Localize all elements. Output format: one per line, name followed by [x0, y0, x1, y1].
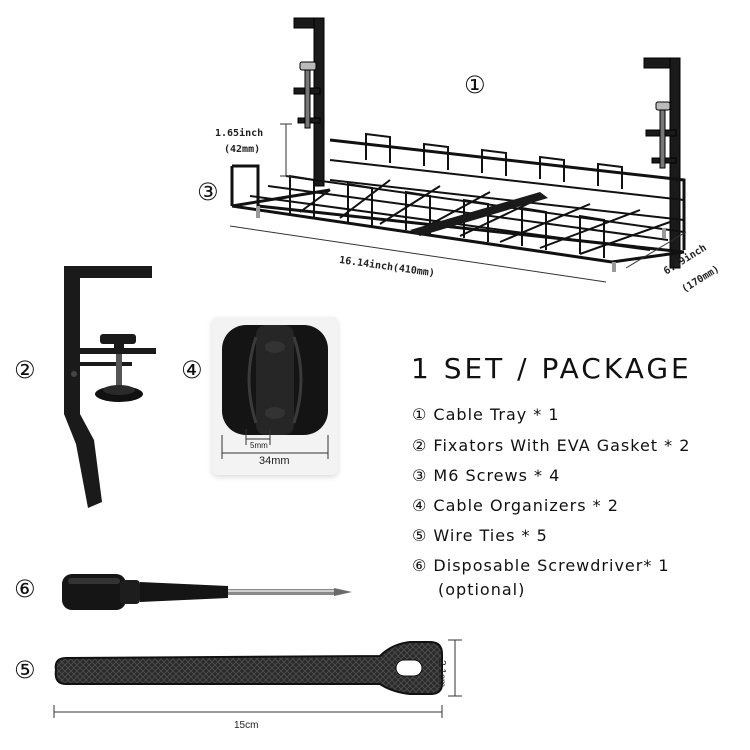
tray-depth-mm-label: (170mm) — [680, 263, 722, 296]
tray-length-label: 16.14inch(410mm) — [338, 255, 436, 280]
tray-height-inch-label: 1.65inch — [215, 128, 264, 139]
package-item-5: ⑤ Wire Ties * 5 — [412, 526, 548, 545]
ties-marker: ⑤ — [14, 656, 36, 684]
package-item-1: ① Cable Tray * 1 — [412, 405, 560, 424]
package-item-4: ④ Cable Organizers * 2 — [412, 496, 619, 515]
screwdriver-marker: ⑥ — [14, 575, 36, 603]
organizer-width-label: 34mm — [259, 455, 290, 467]
screwdriver-image — [62, 574, 352, 610]
package-title: 1 SET / PACKAGE — [411, 352, 692, 385]
fixator-marker: ② — [14, 356, 36, 384]
package-item-6-note: (optional) — [438, 580, 526, 599]
tray-marker: ① — [464, 71, 486, 99]
package-item-3: ③ M6 Screws * 4 — [412, 466, 561, 485]
tie-length-label: 15cm — [234, 720, 259, 731]
organizer-slot-label: 5mm — [250, 441, 268, 450]
screws-marker: ③ — [197, 178, 219, 206]
package-item-2: ② Fixators With EVA Gasket * 2 — [412, 436, 691, 455]
package-item-6: ⑥ Disposable Screwdriver* 1 — [412, 556, 670, 575]
tray-height-mm-label: (42mm) — [224, 144, 261, 155]
wire-tie-image — [54, 641, 443, 695]
fixator-image — [64, 266, 156, 508]
tie-width-label: 2.1cm — [436, 660, 447, 688]
organizer-marker: ④ — [181, 356, 203, 384]
organizer-image — [212, 317, 338, 475]
